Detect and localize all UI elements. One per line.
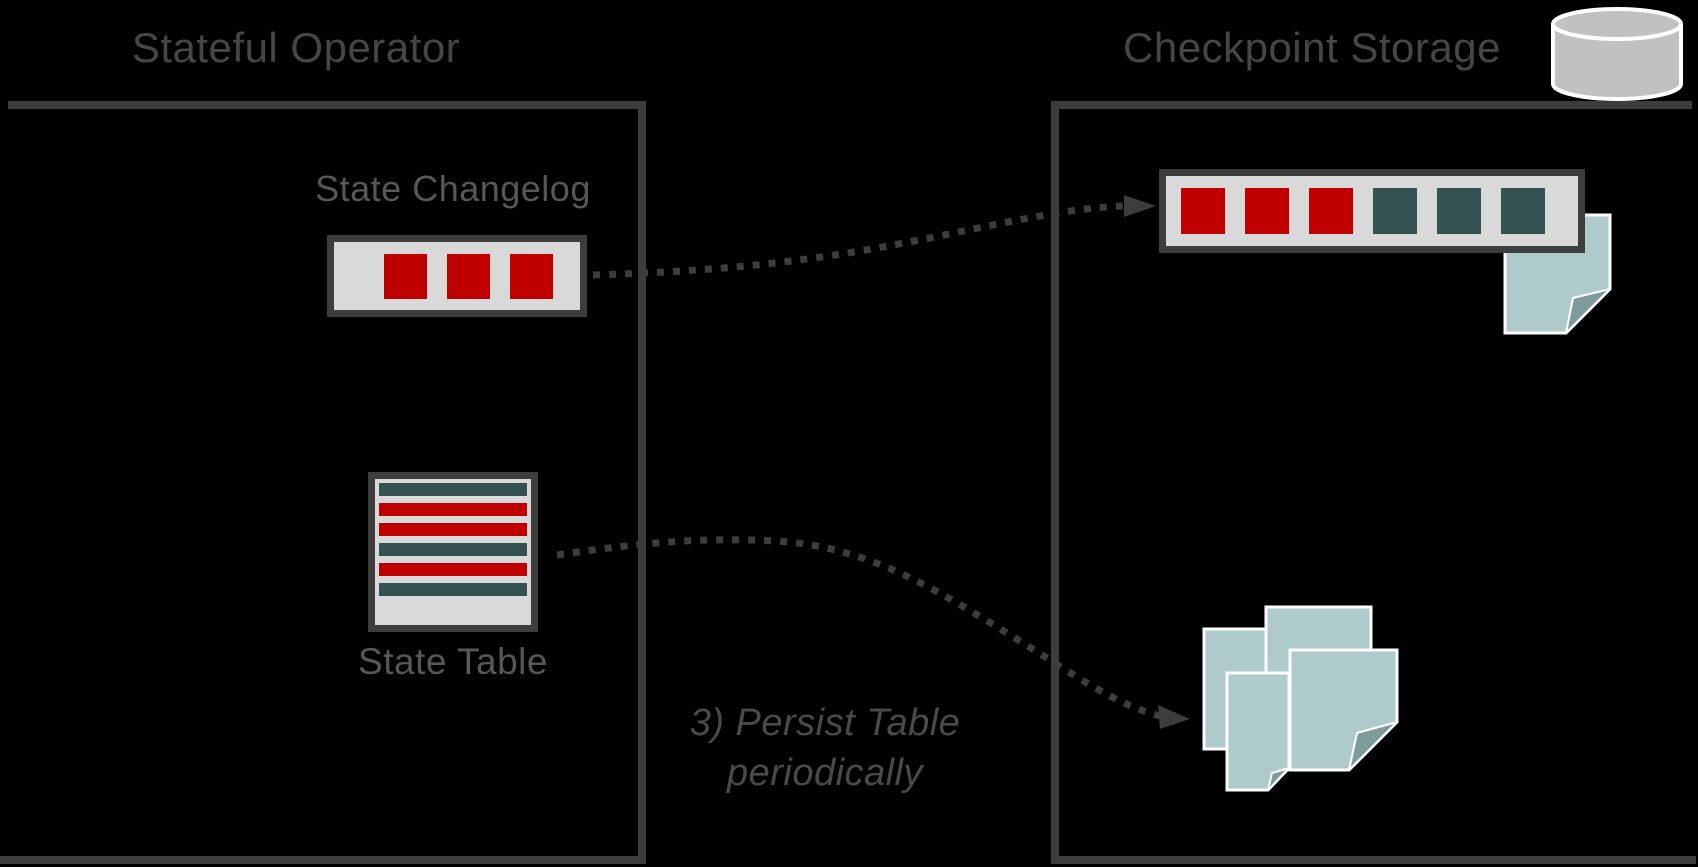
state-changelog-bar	[327, 235, 587, 317]
teal-state-cell	[379, 483, 527, 496]
state-table	[368, 472, 538, 632]
state-changelog-label: State Changelog	[315, 168, 591, 209]
teal-state-cell	[1373, 188, 1417, 234]
document-fold-corner	[1565, 288, 1611, 334]
checkpoint-storage-title: Checkpoint Storage	[1123, 24, 1501, 71]
state-table-label: State Table	[358, 641, 548, 682]
snapshot-documents-icon	[1202, 605, 1399, 792]
cylinder-body	[1551, 24, 1683, 101]
red-state-cell	[1181, 188, 1225, 234]
annotation-line-1: 3) Persist Table	[689, 702, 961, 744]
arrowhead-icon	[1124, 195, 1156, 217]
arrow-path	[556, 536, 1161, 720]
teal-state-cell	[379, 583, 527, 596]
checkpoint-storage-box	[1051, 101, 1696, 864]
red-state-cell	[510, 253, 553, 299]
teal-state-cell	[1501, 188, 1545, 234]
red-state-cell	[1309, 188, 1353, 234]
red-state-cell	[384, 253, 427, 299]
teal-state-cell	[1437, 188, 1481, 234]
table-to-documents-arrow	[556, 536, 1190, 729]
red-state-cell	[447, 253, 490, 299]
red-state-cell	[379, 503, 527, 516]
red-state-cell	[379, 523, 527, 536]
cylinder-top	[1551, 7, 1683, 41]
changelog-to-checkpoint-arrow	[592, 195, 1156, 279]
stateful-operator-box	[0, 101, 646, 864]
stateful-operator-title: Stateful Operator	[131, 24, 461, 71]
database-cylinder-icon	[1551, 7, 1683, 101]
teal-state-cell	[379, 543, 527, 556]
document-fold-corner	[1267, 767, 1290, 791]
arrowhead-icon	[1158, 705, 1190, 729]
persist-table-annotation: 3) Persist Table periodically	[650, 698, 1000, 798]
checkpoint-changelog-bar	[1159, 169, 1585, 253]
annotation-line-2: periodically	[726, 752, 924, 794]
arrow-path	[592, 202, 1125, 279]
document-page	[1288, 648, 1399, 772]
red-state-cell	[379, 563, 527, 576]
document-fold-corner	[1348, 721, 1398, 771]
red-state-cell	[1245, 188, 1289, 234]
